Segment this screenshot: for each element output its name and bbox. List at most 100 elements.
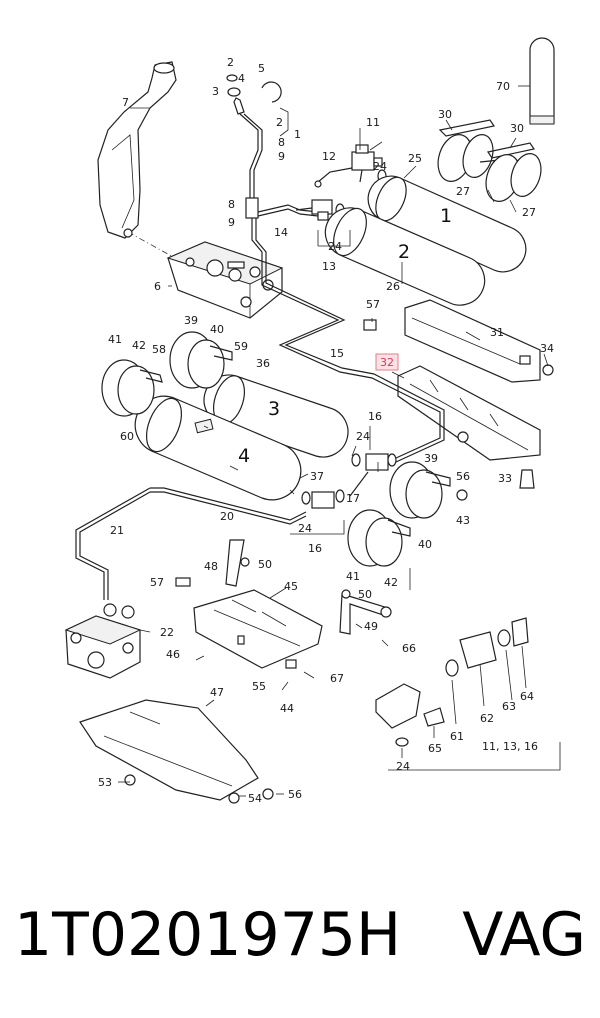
- callout-8-low: 8: [228, 198, 235, 211]
- callout-30-a: 30: [438, 108, 452, 121]
- part-49-bracket: [339, 589, 392, 635]
- callout-3: 3: [212, 85, 219, 98]
- callout-6: 6: [154, 280, 161, 293]
- callout-40-right: 40: [418, 538, 432, 551]
- callout-25: 25: [408, 152, 422, 165]
- callout-4-top: 4: [238, 72, 245, 85]
- callout-56-low: 56: [288, 788, 302, 801]
- callout-1: 1: [294, 128, 301, 141]
- callout-20: 20: [220, 510, 234, 523]
- right-straps: [347, 461, 468, 567]
- callout-15: 15: [330, 347, 344, 360]
- part-7-filler-pipe: [97, 61, 177, 259]
- callout-26: 26: [386, 280, 400, 293]
- callout-27-a: 27: [456, 185, 470, 198]
- callout-46: 46: [166, 648, 180, 661]
- callout-60: 60: [120, 430, 134, 443]
- callout-55: 55: [252, 680, 266, 693]
- part-47-floor-plate: [79, 699, 274, 804]
- callout-12: 12: [322, 150, 336, 163]
- part-70-cylinder: [518, 37, 555, 125]
- callout-13: 13: [322, 260, 336, 273]
- callout-24-mid: 24: [328, 240, 342, 253]
- tank-label-1: 1: [440, 205, 452, 227]
- upper-valve-stack: [226, 74, 319, 268]
- callout-24-low: 24: [298, 522, 312, 535]
- part-number: 1T0201975H: [14, 900, 402, 970]
- callout-54: 54: [248, 792, 262, 805]
- callout-45: 45: [284, 580, 298, 593]
- callout-36: 36: [256, 357, 270, 370]
- leader-lines: [118, 107, 549, 797]
- callout-34: 34: [540, 342, 554, 355]
- callout-37: 37: [310, 470, 324, 483]
- fittings-61-65: [375, 617, 561, 771]
- callout-32: 32: [380, 356, 394, 369]
- callout-11: 11: [366, 116, 380, 129]
- tank-label-2: 2: [398, 241, 410, 263]
- callout-41-top: 41: [108, 333, 122, 346]
- callout-reference: 11, 13, 16: [482, 740, 538, 753]
- callout-57-top: 57: [366, 298, 380, 311]
- callout-27-b: 27: [522, 206, 536, 219]
- callout-59: 59: [234, 340, 248, 353]
- callout-64: 64: [520, 690, 534, 703]
- callout-41-right: 41: [346, 570, 360, 583]
- callout-57-low: 57: [150, 576, 164, 589]
- left-straps: [101, 331, 233, 417]
- part-11-valve-top: [314, 144, 387, 188]
- callout-53: 53: [98, 776, 112, 789]
- callout-58: 58: [152, 343, 166, 356]
- callout-17: 17: [346, 492, 360, 505]
- callout-67: 67: [330, 672, 344, 685]
- callout-2-side: 2: [276, 116, 283, 129]
- callout-44: 44: [280, 702, 294, 715]
- callout-42-right: 42: [384, 576, 398, 589]
- callout-24-top: 24: [373, 160, 387, 173]
- callout-8-side: 8: [278, 136, 285, 149]
- callout-9-side: 9: [278, 150, 285, 163]
- callout-50-right: 50: [358, 588, 372, 601]
- pipes: [75, 268, 445, 600]
- callout-63: 63: [502, 700, 516, 713]
- brand-label: VAG: [462, 900, 586, 970]
- callout-42-top: 42: [132, 339, 146, 352]
- callout-39-right: 39: [424, 452, 438, 465]
- callout-30-b: 30: [510, 122, 524, 135]
- part-6-distribution-block: [166, 241, 284, 319]
- callout-56-right: 56: [456, 470, 470, 483]
- callout-5: 5: [258, 62, 265, 75]
- part-31-bracket: [363, 299, 541, 383]
- callout-66: 66: [402, 642, 416, 655]
- callout-65: 65: [428, 742, 442, 755]
- part-32-cover: [397, 364, 554, 489]
- callout-16-low: 16: [308, 542, 322, 555]
- callout-39-top: 39: [184, 314, 198, 327]
- callout-62: 62: [480, 712, 494, 725]
- callout-50-left: 50: [258, 558, 272, 571]
- callout-43: 43: [456, 514, 470, 527]
- tank-label-4: 4: [238, 445, 250, 467]
- callout-48: 48: [204, 560, 218, 573]
- highlight-box-32: [375, 353, 399, 371]
- callout-numbers: 7 2 3 4 5 2 1 8 9 8 9 6 11 12 24 25 30 3…: [98, 56, 554, 805]
- tank-1: 1: [367, 175, 527, 273]
- callout-24-bottom: 24: [396, 760, 410, 773]
- callout-47: 47: [210, 686, 224, 699]
- callout-7: 7: [122, 96, 129, 109]
- tank-label-3: 3: [268, 398, 280, 420]
- part-30-straps: [437, 119, 542, 202]
- callout-61: 61: [450, 730, 464, 743]
- callout-31: 31: [490, 326, 504, 339]
- callout-24-right: 24: [356, 430, 370, 443]
- callout-9-low: 9: [228, 216, 235, 229]
- callout-49: 49: [364, 620, 378, 633]
- parts-exploded-diagram: 1 2: [64, 37, 561, 805]
- callout-14: 14: [274, 226, 288, 239]
- callout-40-top: 40: [210, 323, 224, 336]
- part-45-tray: [175, 539, 323, 669]
- callout-16-top: 16: [368, 410, 382, 423]
- callout-21: 21: [110, 524, 124, 537]
- callout-33: 33: [498, 472, 512, 485]
- callout-22: 22: [160, 626, 174, 639]
